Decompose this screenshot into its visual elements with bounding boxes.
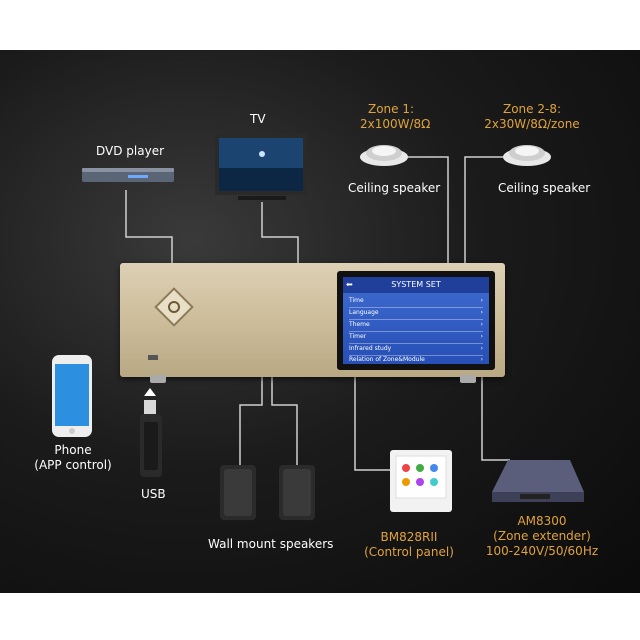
- chevron-right-icon: ›: [480, 297, 483, 304]
- label-ceiling-speaker-2: Ceiling speaker: [498, 181, 591, 195]
- menu-item[interactable]: Relation of Zone&Module›: [349, 354, 483, 366]
- chevron-right-icon: ›: [480, 321, 483, 328]
- unit-foot: [460, 375, 476, 383]
- label-ceiling-speaker-1: Ceiling speaker: [348, 181, 441, 195]
- label-bm828rii: BM828RII(Control panel): [364, 530, 454, 559]
- main-amplifier-unit: SYSTEM SET ⬅ Time› Language› Theme› Time…: [120, 263, 505, 383]
- label-zone1: Zone 1:2x100W/8Ω: [360, 102, 431, 131]
- menu-item[interactable]: Timer›: [349, 331, 483, 344]
- ceiling-speaker-icon: [503, 145, 551, 166]
- menu-item[interactable]: Time›: [349, 295, 483, 308]
- menu-item[interactable]: Theme›: [349, 319, 483, 332]
- dvd-player-icon: [82, 168, 174, 182]
- control-panel-icon: [390, 450, 452, 512]
- label-am8300: AM8300(Zone extender)100-240V/50/60Hz: [485, 514, 599, 558]
- menu-item[interactable]: Language›: [349, 307, 483, 320]
- menu-item[interactable]: Infrared study›: [349, 343, 483, 356]
- phone-icon: [52, 355, 92, 437]
- label-zone28: Zone 2-8:2x30W/8Ω/zone: [484, 102, 580, 131]
- label-dvd: DVD player: [96, 144, 165, 158]
- tv-wire: [261, 202, 299, 263]
- chevron-right-icon: ›: [480, 345, 483, 352]
- tv-icon: [215, 134, 307, 200]
- usb-port[interactable]: [148, 355, 158, 360]
- ceiling-speaker-icon: [360, 145, 408, 166]
- back-arrow-icon[interactable]: ⬅: [346, 280, 353, 289]
- zone28-wire: [464, 156, 505, 263]
- diagram-stage: SYSTEM SET ⬅ Time› Language› Theme› Time…: [0, 50, 640, 593]
- unit-foot: [150, 375, 166, 383]
- zone1-wire: [405, 156, 449, 263]
- label-usb: USB: [141, 487, 166, 501]
- chevron-right-icon: ›: [480, 309, 483, 316]
- label-tv: TV: [250, 112, 266, 126]
- zone-extender-icon: [492, 460, 584, 502]
- chevron-right-icon: ›: [480, 356, 483, 363]
- panel-wire: [354, 377, 390, 471]
- label-phone: Phone(APP control): [34, 443, 112, 472]
- chevron-right-icon: ›: [480, 333, 483, 340]
- menu-title: SYSTEM SET: [343, 277, 489, 293]
- wall-speaker-icon: [220, 465, 256, 520]
- label-wall-speakers: Wall mount speakers: [208, 537, 334, 551]
- usb-drive-icon: [140, 400, 162, 477]
- touch-screen[interactable]: SYSTEM SET ⬅ Time› Language› Theme› Time…: [337, 271, 495, 370]
- screen-menu: SYSTEM SET ⬅ Time› Language› Theme› Time…: [343, 277, 489, 364]
- dvd-wire: [125, 190, 173, 263]
- wall-speaker-icon: [279, 465, 315, 520]
- power-icon[interactable]: [154, 287, 194, 327]
- wall-wire-left: [239, 377, 263, 465]
- extender-wire: [481, 377, 510, 461]
- arrow-up-icon: [144, 388, 156, 396]
- wall-wire-right: [271, 377, 298, 465]
- wiring: [52, 134, 584, 520]
